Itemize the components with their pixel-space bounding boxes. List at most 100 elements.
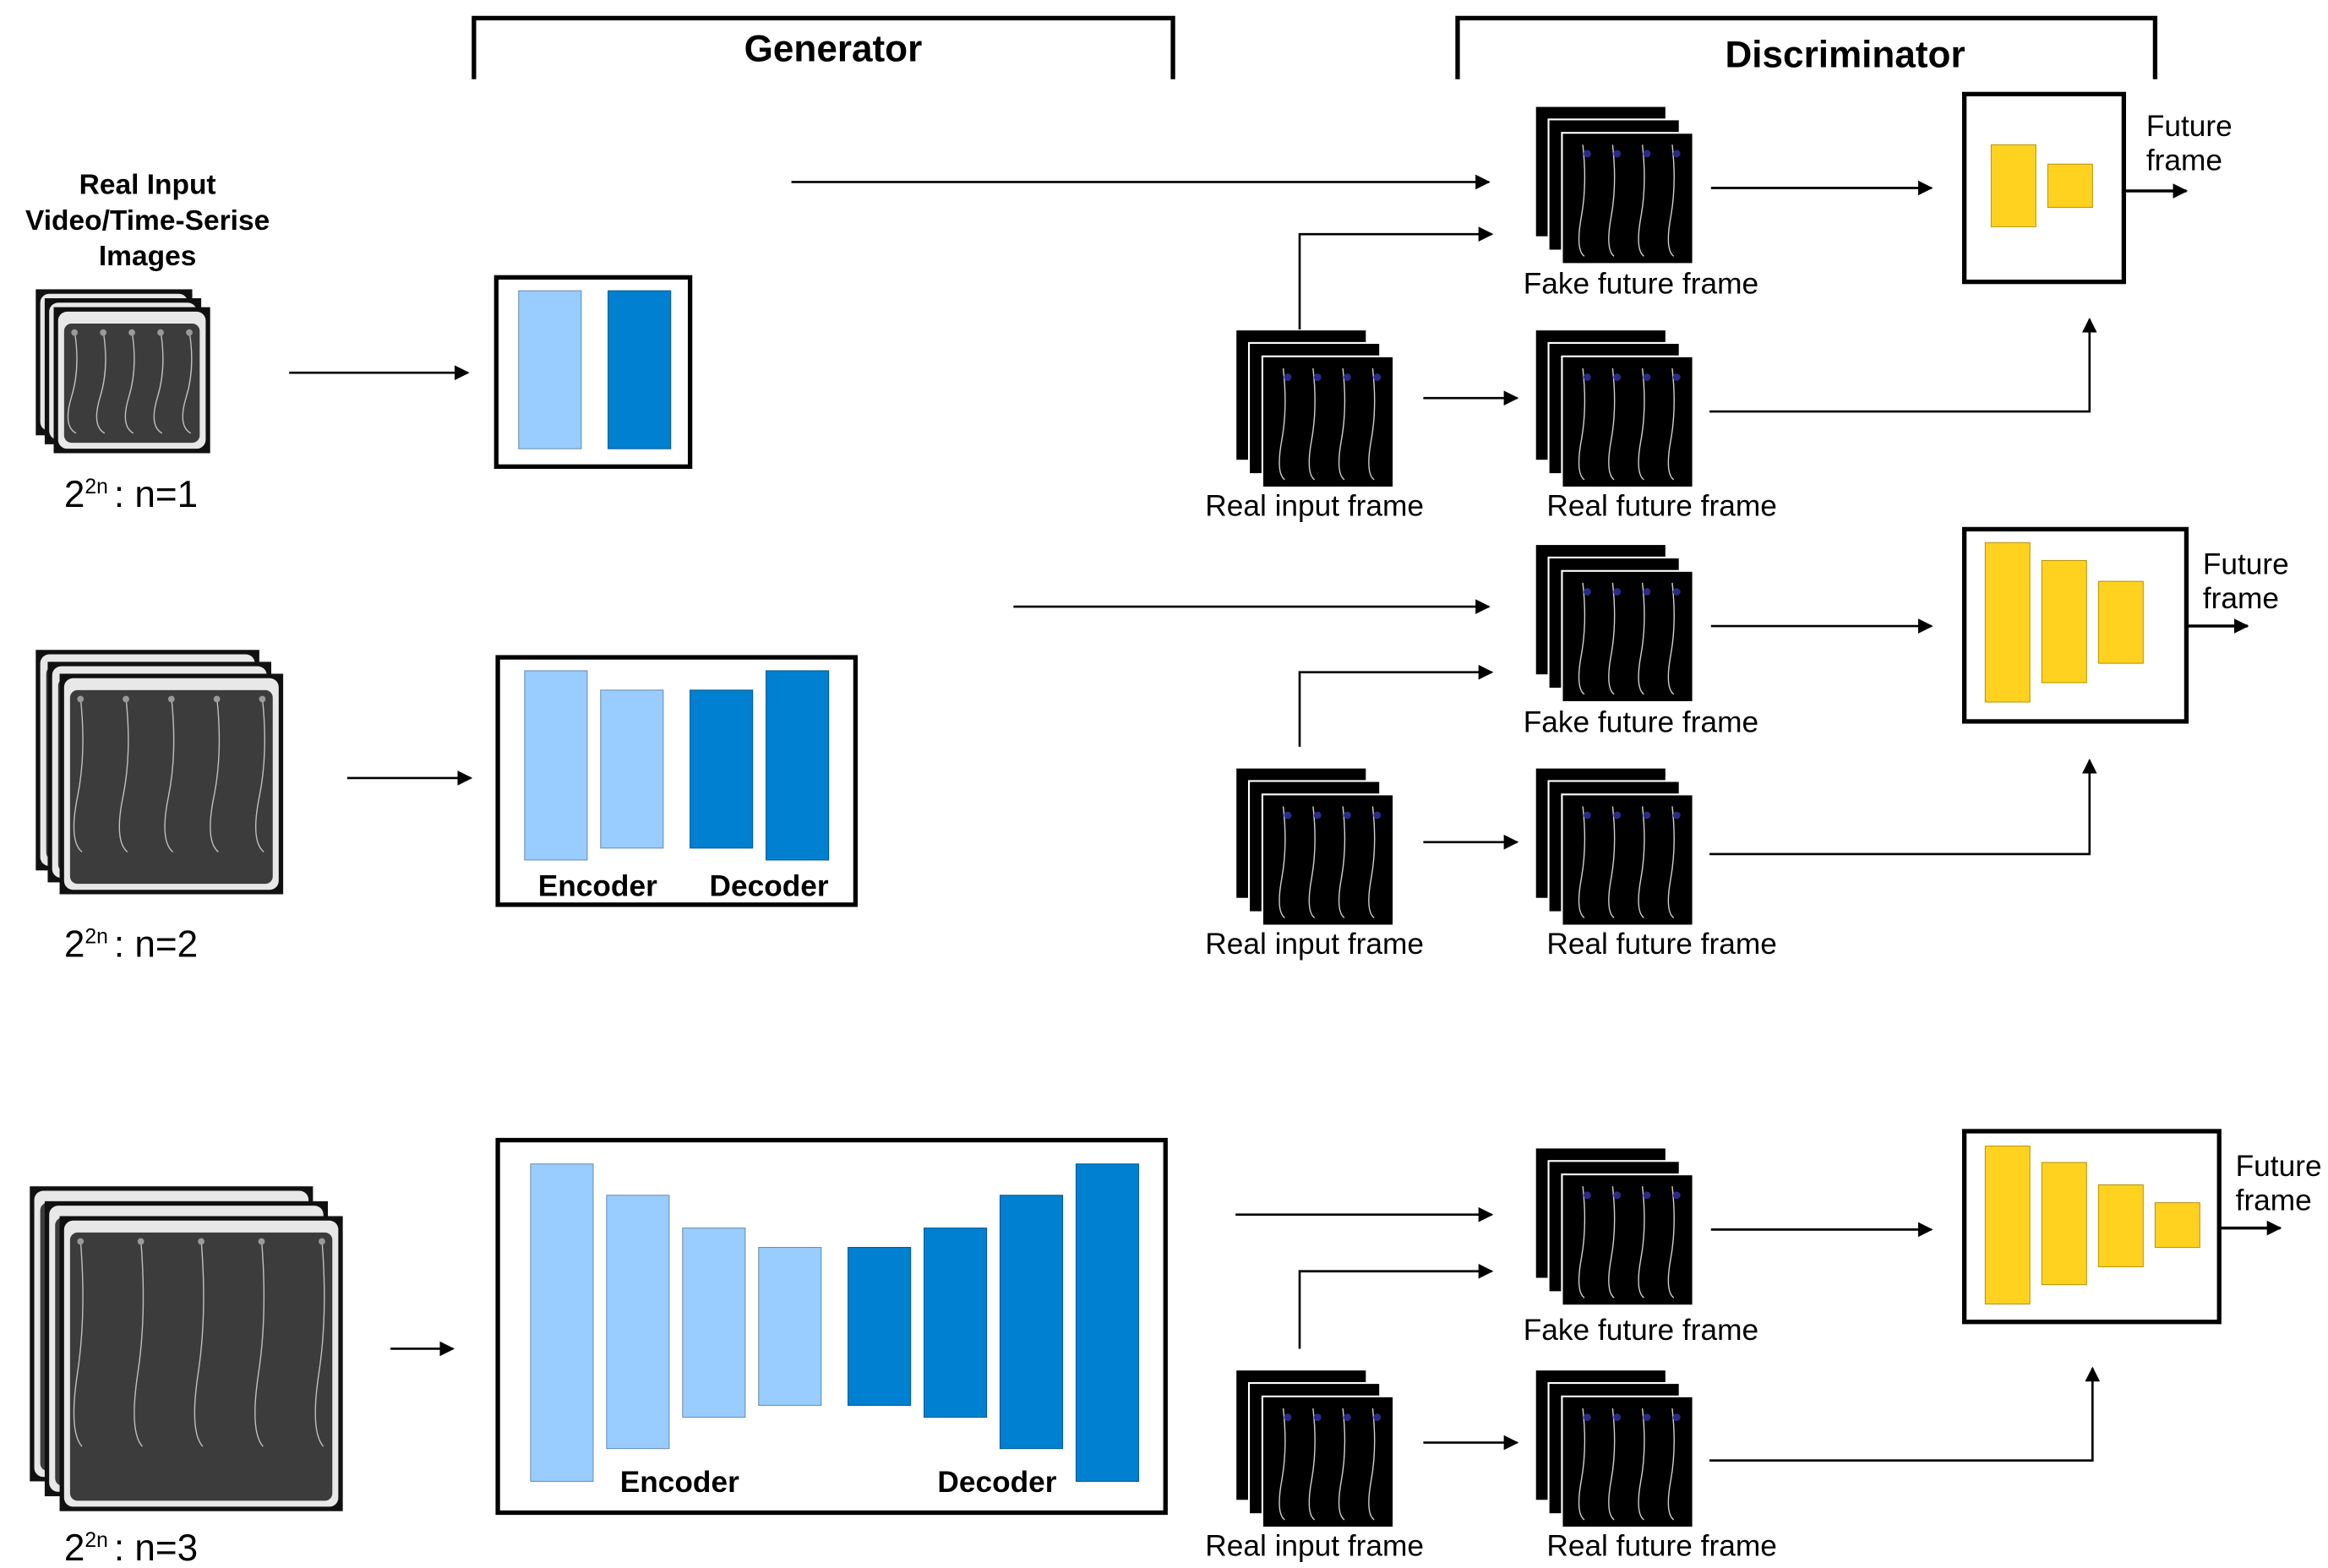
leaf-dot xyxy=(1583,588,1591,596)
root-line xyxy=(67,330,78,434)
fake-future-frame-stack xyxy=(1534,542,1694,704)
discriminator-layer xyxy=(2154,1202,2200,1249)
root-line xyxy=(1308,1407,1316,1521)
leaf-dot xyxy=(1643,373,1651,381)
generator-header: Generator xyxy=(472,15,1175,79)
root-line xyxy=(1608,144,1616,257)
encoder-block xyxy=(606,1195,670,1450)
discriminator-box xyxy=(1961,1129,2222,1325)
root-line xyxy=(1667,806,1675,918)
leaf-dot xyxy=(1643,588,1651,596)
input-plate-stack xyxy=(30,1186,343,1511)
generator-box xyxy=(493,275,693,469)
seedling-dot xyxy=(319,1238,325,1245)
seedling-dot xyxy=(100,329,107,336)
leaf-dot xyxy=(1613,150,1622,158)
decoder-block xyxy=(608,290,672,449)
seedling-dot xyxy=(186,329,193,336)
seedling-dot xyxy=(198,1238,204,1245)
leaf-dot xyxy=(1613,588,1622,596)
real-future-frame-label: Real future frame xyxy=(1546,1530,1776,1563)
leaf-dot xyxy=(1344,373,1351,381)
plate-image xyxy=(69,1232,333,1501)
root-line xyxy=(1667,582,1675,695)
discriminator-layer xyxy=(2047,163,2093,208)
decoder-block xyxy=(766,670,830,861)
leaf-dot xyxy=(1313,1413,1322,1422)
row-1: 22n: n=1 Fake future frame Real input fr… xyxy=(35,91,2233,523)
decoder-block xyxy=(1075,1163,1140,1482)
real-to-discriminator-arrow xyxy=(1709,1366,2101,1462)
root-line xyxy=(1578,144,1586,257)
real-to-discriminator-arrow xyxy=(1709,317,2097,413)
discriminator-title: Discriminator xyxy=(1725,35,1965,76)
scale-label: 22n: n=1 xyxy=(64,474,198,515)
leaf-dot xyxy=(1613,811,1622,819)
real-input-to-fake-arrow xyxy=(1298,664,1494,747)
root-line xyxy=(1608,1186,1616,1298)
scale-label: 22n: n=2 xyxy=(64,924,198,966)
root-line xyxy=(1578,806,1586,918)
plate-image xyxy=(69,689,273,885)
real-to-discriminator-arrow xyxy=(1709,759,2097,856)
output-label-line-1: Future xyxy=(2146,110,2233,143)
leaf-dot xyxy=(1313,811,1322,819)
root-line xyxy=(1638,806,1645,918)
real-future-frame-label: Real future frame xyxy=(1546,928,1776,961)
root-line xyxy=(1608,806,1616,918)
leaf-dot xyxy=(1613,373,1622,381)
fake-future-frame-label: Fake future frame xyxy=(1524,705,1758,738)
generator-box: Encoder Decoder xyxy=(495,1137,1168,1516)
decoder-block xyxy=(848,1247,912,1407)
output-label-line-2: frame xyxy=(2203,582,2279,615)
leaf-dot xyxy=(1583,373,1591,381)
input-title-line-2: Video/Time-Serise xyxy=(25,205,270,237)
root-line xyxy=(1368,368,1376,481)
encoder-block xyxy=(682,1228,746,1418)
seedling-dot xyxy=(167,695,175,703)
root-line xyxy=(1578,1186,1586,1298)
seedling-dot xyxy=(71,329,79,336)
seedling-dot xyxy=(128,329,135,336)
encoder-block xyxy=(530,1163,594,1482)
real-input-frame-label: Real input frame xyxy=(1205,1530,1424,1563)
scale-label: 22n: n=3 xyxy=(64,1527,198,1568)
decoder-block xyxy=(924,1228,988,1418)
leaf-dot xyxy=(1583,811,1591,819)
real-future-frame-stack xyxy=(1534,1369,1694,1529)
leaf-dot xyxy=(1313,373,1322,381)
root-line xyxy=(1278,1407,1286,1521)
real-future-frame-stack xyxy=(1534,766,1694,927)
root-line xyxy=(314,1239,325,1447)
real-future-frame-label: Real future frame xyxy=(1546,490,1776,523)
leaf-dot xyxy=(1643,1413,1651,1422)
seedling-dot xyxy=(137,1238,144,1245)
root-line xyxy=(95,330,106,434)
root-line xyxy=(1308,368,1316,481)
real-input-frame-stack xyxy=(1235,1369,1395,1529)
root-line xyxy=(1368,806,1376,918)
leaf-dot xyxy=(1643,811,1651,819)
root-line xyxy=(1608,368,1616,481)
fake-future-frame-label: Fake future frame xyxy=(1524,268,1758,301)
decoder-label: Decoder xyxy=(937,1466,1056,1499)
discriminator-layer xyxy=(2097,1184,2144,1267)
real-input-frame-label: Real input frame xyxy=(1205,490,1424,523)
leaf-dot xyxy=(1643,1191,1651,1200)
generator-title: Generator xyxy=(744,29,923,70)
discriminator-layer xyxy=(1990,144,2036,227)
input-plate-stack xyxy=(35,650,284,895)
encoder-label: Encoder xyxy=(620,1466,739,1499)
root-line xyxy=(1638,144,1645,257)
root-line xyxy=(1278,368,1286,481)
real-future-frame-stack xyxy=(1534,328,1694,489)
fake-future-frame-stack xyxy=(1534,105,1694,265)
seedling-dot xyxy=(123,695,129,703)
row-2: 22n: n=2 Encoder Decoder Fake future fra… xyxy=(35,526,2289,966)
leaf-dot xyxy=(1373,811,1382,819)
decoder-block xyxy=(999,1195,1064,1450)
root-line xyxy=(124,330,135,434)
leaf-dot xyxy=(1672,1191,1681,1200)
root-line xyxy=(1638,582,1645,695)
